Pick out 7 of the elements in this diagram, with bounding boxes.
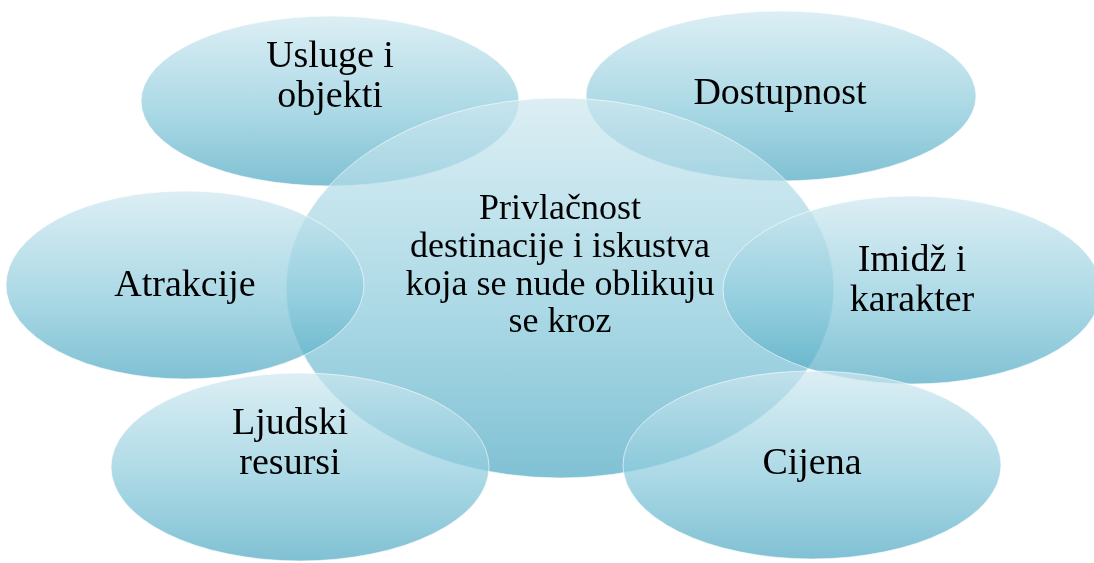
node-label: Imidž i karakter — [848, 239, 976, 319]
node-label: Ljudski resursi — [230, 402, 350, 482]
node-label: Cijena — [761, 442, 863, 482]
node-label: Atrakcije — [113, 264, 257, 304]
node-label: Usluge i objekti — [265, 35, 395, 115]
node-label: Privlačnost destinacije i iskustva koja se nude oblikuju se kroz — [404, 189, 716, 341]
node-label: Dostupnost — [692, 72, 868, 112]
